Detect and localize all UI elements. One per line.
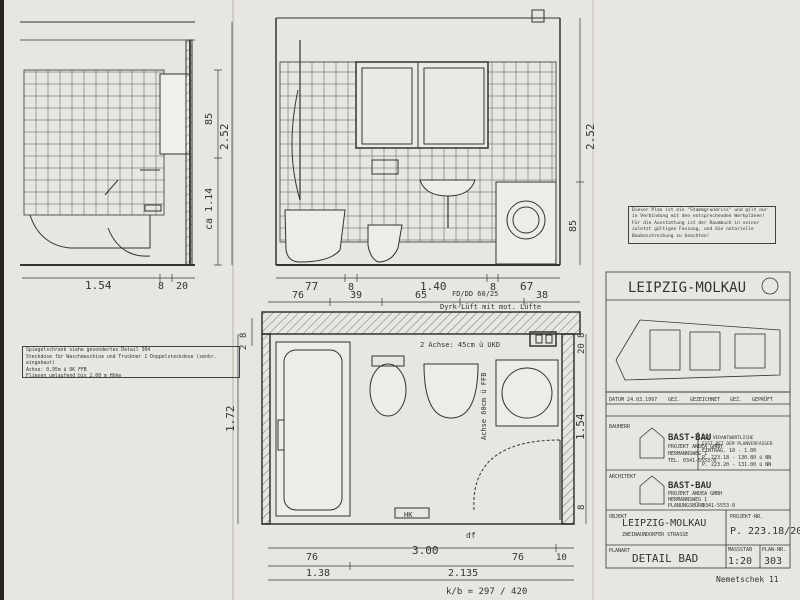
dim-mid-w4: 8 <box>490 282 496 293</box>
titleblock-gezeichnet: GEZEICHNET <box>690 397 720 403</box>
note-line: Baubeschreibung zu beachten! <box>632 233 710 239</box>
note-line: Für die Ausstattung ist der Raumbuch in … <box>632 220 760 226</box>
company1-line: HERMANNSWEG 1 <box>668 451 707 457</box>
note-line: Dieser Plan ist ein "Stammgrundriss" und… <box>632 208 768 213</box>
sheet-fold-line <box>592 0 594 600</box>
company2-name: BAST-BAU <box>668 481 711 491</box>
dim-left-h-lower: ca 1.14 <box>204 188 215 230</box>
plan-df-label: df <box>466 531 476 540</box>
company1-right-line: P. 223.20 - 131.00 ü NN <box>702 462 771 468</box>
company1-right-line: DIE VERANTWORTLICHE <box>702 435 754 441</box>
company1-line: PROJEKT ANDEA GMBH <box>668 444 722 450</box>
titleblock-project-title: LEIPZIG-MOLKAU <box>628 280 746 296</box>
dim-mid-h-lower: 85 <box>568 220 579 232</box>
software-footer: Nemetschek 11 <box>716 575 779 584</box>
plan-top-dim-1: 76 <box>292 290 304 301</box>
dim-mid-w2: 8 <box>348 282 354 293</box>
plan-bottom-dim-2: 76 <box>512 552 524 563</box>
plan-top-dim-2: 39 <box>350 290 362 301</box>
note-line: zuletzt gültigen Fassung, und die notari… <box>632 227 754 233</box>
company2-line: PROJEKT ANDEA GMBH <box>668 491 722 497</box>
plan-right-dim-2: 20 <box>577 343 587 354</box>
plan-bottom-dim-5: 2.135 <box>448 568 478 579</box>
plan-bottom-dim-1: 76 <box>306 552 318 563</box>
note-line: Steckdose für Waschmaschine und Trockner… <box>26 354 217 367</box>
note-line: Spiegelschrank siehe gesondertes Detail … <box>26 348 151 353</box>
plan-bottom-total: 3.00 <box>412 544 439 557</box>
dim-left-h-upper: 85 <box>204 113 215 125</box>
dim-left-w3: 20 <box>176 281 188 292</box>
plan-right-dim-1: 8 <box>577 333 587 338</box>
titleblock <box>605 391 791 569</box>
note-line: Achse: 0,95m ü OK FFB <box>26 367 87 373</box>
company1-line: TEL. 0341-5553-0 <box>668 458 716 464</box>
plan-vent-label: FD/DD 60/25 <box>452 290 498 298</box>
dim-left-w2: 8 <box>158 281 164 292</box>
elevation-left <box>20 21 233 282</box>
company1-name: BAST-BAU <box>668 433 711 443</box>
dim-mid-w5: 67 <box>520 280 533 293</box>
plan-name: DETAIL BAD <box>632 552 698 565</box>
titleblock-label-architekt: ARCHITEKT <box>609 474 636 480</box>
plan-vent-note: Dyrk-Lüft mit mot. Lüfte <box>440 303 541 311</box>
project-no-label: PROJEKT-NR. <box>730 514 763 520</box>
object-sub: ZWEINAUNDORFER STRASSE <box>622 532 688 538</box>
company2-line: HERMANNSWEG 1 <box>668 497 707 503</box>
scale-label: MASSSTAB <box>728 547 752 553</box>
plan-left-small-1: 8 <box>239 333 249 338</box>
floor-plan <box>237 298 587 581</box>
notes-left-box: Spiegelschrank siehe gesondertes Detail … <box>22 346 240 379</box>
titleblock-gez2: GEZ. <box>730 397 742 403</box>
notes-right-box: Dieser Plan ist ein "Stammgrundriss" und… <box>628 206 776 244</box>
sheet-fold-line <box>232 0 234 600</box>
plan-scale-note: k/b = 297 / 420 <box>446 587 527 597</box>
company2-line: 0341-5553-0 <box>702 503 735 509</box>
plan-no: 303 <box>764 556 782 567</box>
plan-no-label: PLAN-NR. <box>762 547 786 553</box>
plan-right-dim-4: 8 <box>577 505 587 510</box>
plan-right-dim-3: 1.54 <box>574 413 587 440</box>
dim-mid-h-total: 2.52 <box>584 124 597 151</box>
plan-bottom-dim-3: 10 <box>556 553 567 563</box>
company1-right-line: ESST BEI DEM PLANVERFASSER <box>702 441 773 447</box>
titleblock-gez: GEZ. <box>668 397 680 403</box>
dim-left-w1: 1.54 <box>85 279 112 292</box>
plan-top-dim-4: 38 <box>536 290 548 301</box>
object-name: LEIPZIG-MOLKAU <box>622 518 706 529</box>
titleblock-geprueft: GEPRÜFT <box>752 396 773 403</box>
plan-left-small-2: 2 <box>239 345 249 350</box>
scale-value: 1:20 <box>728 556 752 567</box>
company1-right-line: EINTRAG. 10 - 1.00 <box>702 448 756 454</box>
dim-left-h-total: 2.52 <box>218 124 231 151</box>
plan-left-dim: 1.72 <box>224 406 237 433</box>
plan-axis-note: 2 Achse: 45cm ü UKD <box>420 341 500 349</box>
plan-hk-label: HK <box>404 511 413 519</box>
company2-line: PLANUNGSBÜRO <box>668 502 704 509</box>
dim-mid-w3: 1.40 <box>420 280 447 293</box>
titleblock-label-planart: PLANART <box>609 548 630 554</box>
plan-axis-note-vertical: Achse 60cm ü FFB <box>480 373 488 440</box>
plan-top-dim-3: 65 <box>415 290 427 301</box>
project-no: P. 223.18/20 <box>730 526 800 537</box>
titleblock-date: DATUM 24.03.1997 <box>609 397 657 403</box>
dim-mid-w1: 77 <box>305 280 318 293</box>
company1-right-line: P. 223.18 - 130.80 ü NN <box>702 455 771 461</box>
elevation-middle <box>275 9 584 282</box>
titleblock-label-bauherr: BAUHERR <box>609 424 631 430</box>
plan-bottom-dim-4: 1.38 <box>306 568 330 579</box>
titleblock-label-objekt: OBJEKT <box>609 514 627 520</box>
note-line: in Verbindung mit den entsprechenden Wer… <box>632 214 765 220</box>
note-line: Fliesen umlaufend bis 2.00 m Höhe <box>26 374 122 379</box>
